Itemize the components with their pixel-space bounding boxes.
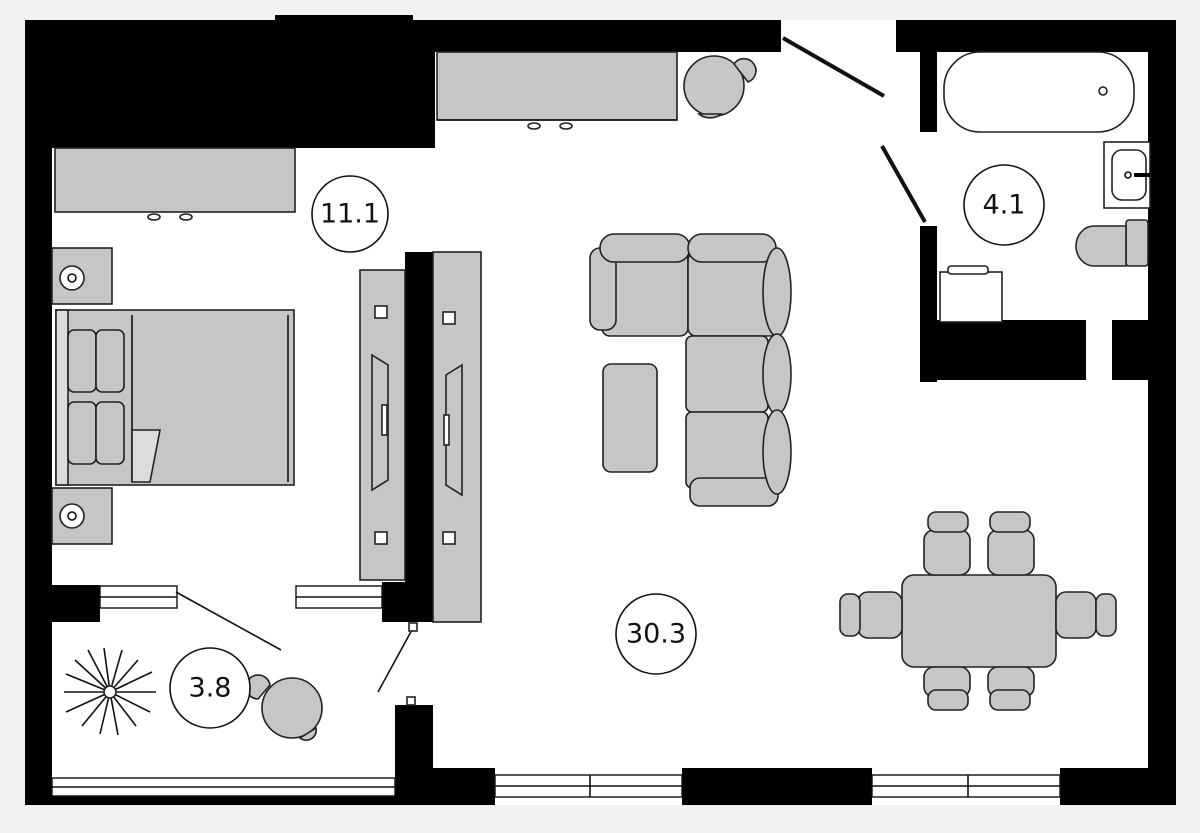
svg-text:30.3: 30.3 <box>626 619 686 650</box>
area-label-living: 30.3 <box>615 593 697 675</box>
doors <box>175 36 927 706</box>
dining-set <box>839 511 1117 711</box>
area-label-bedroom: 11.1 <box>311 175 389 253</box>
tv-unit-bedroom <box>359 269 406 581</box>
bathtub-icon <box>943 51 1135 133</box>
corner-sofa <box>589 233 792 507</box>
wardrobe-top <box>436 51 678 130</box>
sink-icon <box>1103 141 1151 209</box>
svg-text:4.1: 4.1 <box>983 190 1026 221</box>
nightstand <box>51 247 113 305</box>
windows <box>51 585 1061 798</box>
coffee-table <box>602 363 658 473</box>
armchair-icon <box>245 674 323 741</box>
area-label-bathroom: 4.1 <box>963 164 1045 246</box>
wardrobe-bedroom <box>54 147 296 221</box>
nightstand <box>51 487 113 545</box>
toilet-icon <box>1075 219 1149 267</box>
washing-machine <box>939 265 1003 323</box>
svg-text:11.1: 11.1 <box>320 199 380 230</box>
tv-unit-living <box>432 251 482 623</box>
svg-text:3.8: 3.8 <box>189 673 232 704</box>
walls <box>25 15 1176 805</box>
double-bed <box>55 309 295 486</box>
area-label-balcony: 3.8 <box>169 647 251 729</box>
armchair-icon <box>683 55 757 119</box>
plant-icon <box>64 647 156 736</box>
